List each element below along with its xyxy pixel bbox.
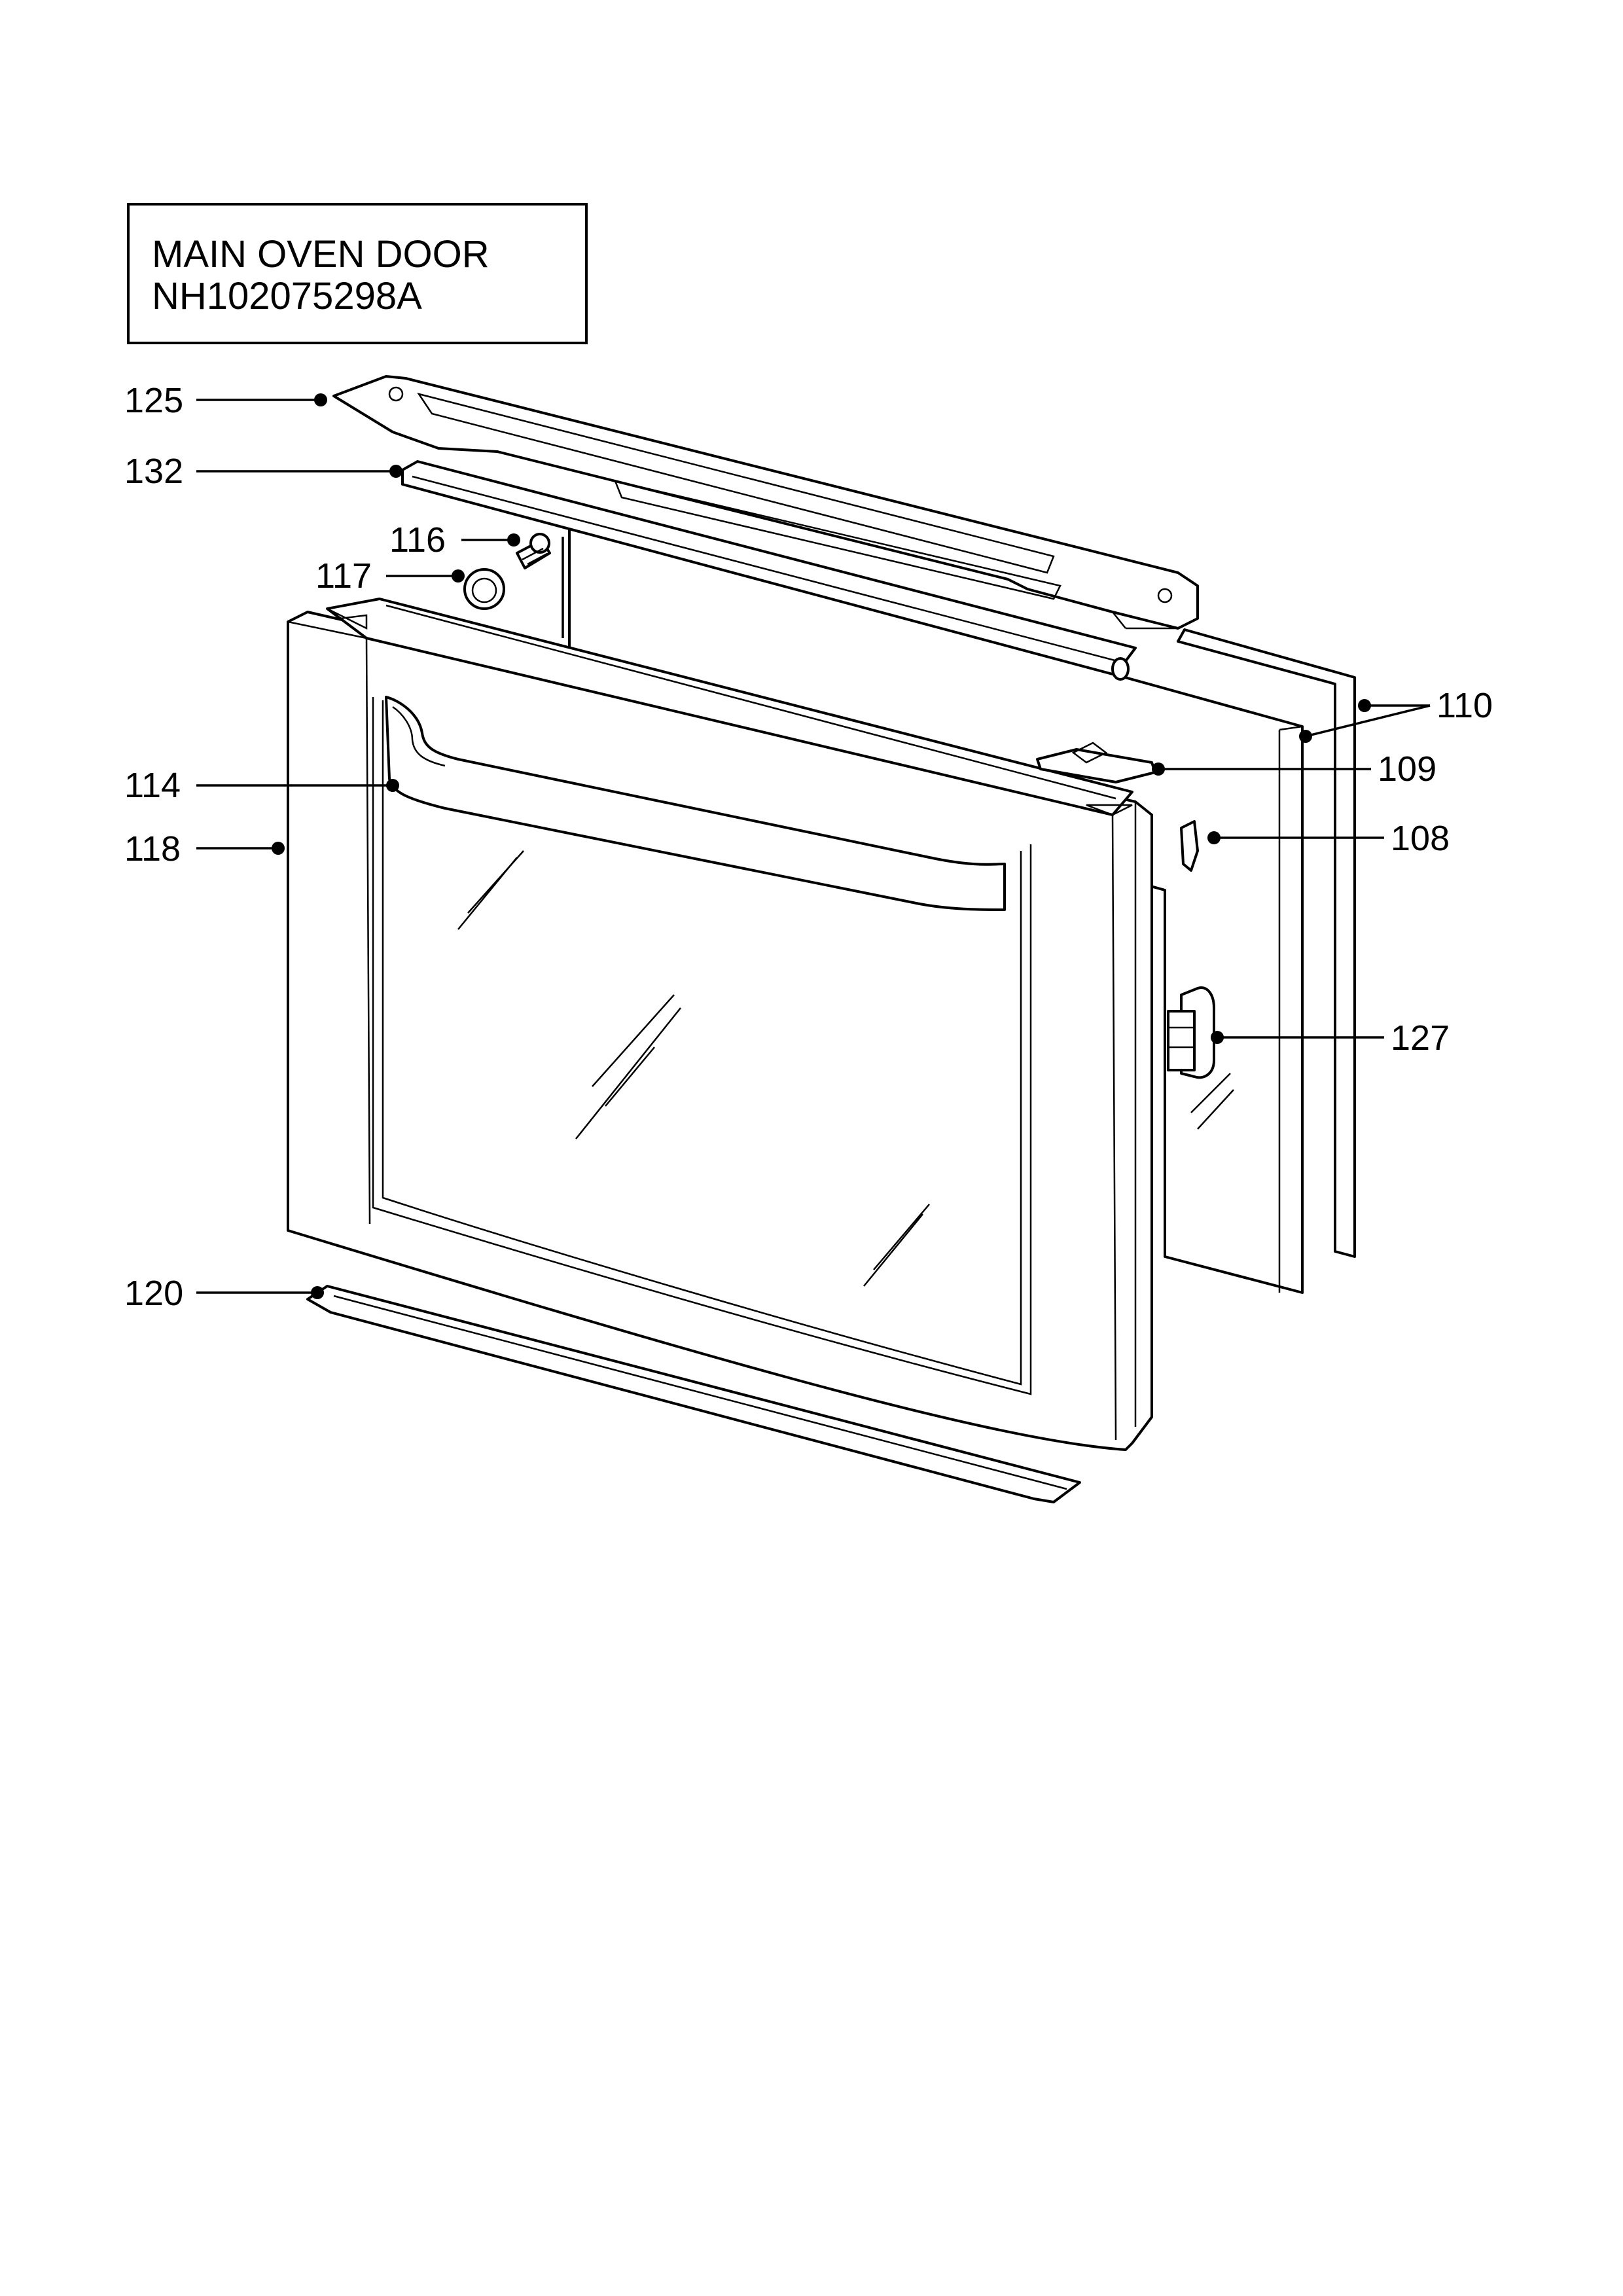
callout-114: 114: [124, 766, 181, 805]
callout-116: 116: [389, 520, 446, 560]
callout-132: 132: [124, 452, 183, 491]
title-line-1: MAIN OVEN DOOR: [152, 233, 490, 276]
callout-110: 110: [1436, 686, 1493, 725]
callout-118: 118: [124, 829, 181, 869]
clip-part: [1180, 820, 1199, 872]
callout-labels: 125 132 116 117 114 118 120 110 109 108 …: [124, 381, 1493, 1313]
grommet-part: [463, 568, 505, 610]
glass-panel-rear: [1177, 628, 1356, 1258]
callout-120: 120: [124, 1274, 183, 1313]
callout-109: 109: [1378, 749, 1436, 789]
hinge-block-part: [1167, 986, 1215, 1079]
top-trim-part: [332, 375, 1199, 630]
callout-127: 127: [1391, 1018, 1450, 1058]
callout-117: 117: [315, 556, 372, 596]
bottom-seal-strip: [306, 1285, 1081, 1503]
door-handle: [385, 696, 1006, 911]
seal-strip-part: [401, 460, 1137, 681]
title-box: MAIN OVEN DOOR NH102075298A: [127, 203, 588, 344]
title-line-2: NH102075298A: [152, 275, 422, 317]
screw-part: [516, 533, 551, 569]
callout-108: 108: [1391, 819, 1450, 858]
callout-125: 125: [124, 381, 183, 420]
leader-lines: [196, 393, 1431, 1299]
